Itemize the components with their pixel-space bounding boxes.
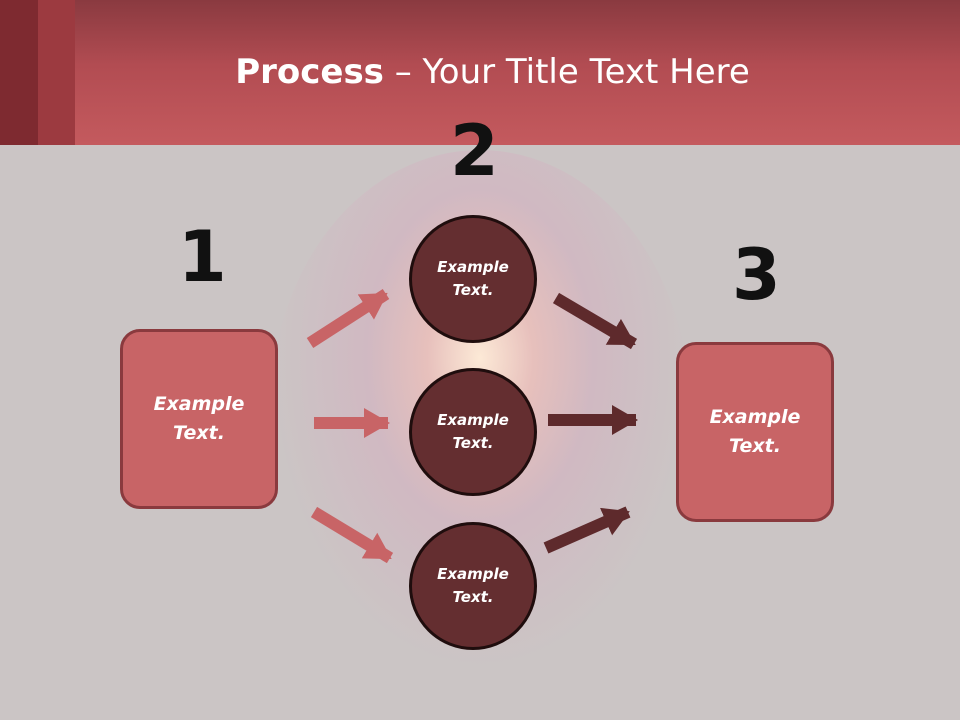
step-number-2[interactable]: 2 — [450, 110, 499, 192]
arrow-bottom-to-right — [543, 506, 631, 554]
title-banner — [0, 0, 960, 145]
step-box-left-text: Example Text. — [153, 393, 245, 444]
step-box-right[interactable]: Example Text. — [676, 342, 834, 522]
slide-title[interactable]: Process – Your Title Text Here — [0, 52, 960, 92]
step-number-1[interactable]: 1 — [178, 216, 227, 298]
step-box-right-text: Example Text. — [709, 406, 801, 457]
step-circle-bottom[interactable]: Example Text. — [409, 522, 537, 650]
step-circle-middle-text: Example Text. — [437, 411, 509, 452]
banner-accent-strip — [38, 0, 75, 145]
step-circle-middle[interactable]: Example Text. — [409, 368, 537, 496]
step-number-3[interactable]: 3 — [732, 234, 781, 316]
step-circle-bottom-text: Example Text. — [437, 565, 509, 606]
step-circle-top[interactable]: Example Text. — [409, 215, 537, 343]
arrow-left-to-bottom — [310, 506, 394, 564]
title-bold: Process — [235, 52, 384, 92]
arrow-left-to-top — [306, 288, 390, 349]
title-rest: – Your Title Text Here — [383, 52, 750, 92]
banner-accent-strip — [0, 0, 38, 145]
step-circle-top-text: Example Text. — [437, 258, 509, 299]
arrow-top-to-right — [552, 292, 638, 350]
step-box-left[interactable]: Example Text. — [120, 329, 278, 509]
